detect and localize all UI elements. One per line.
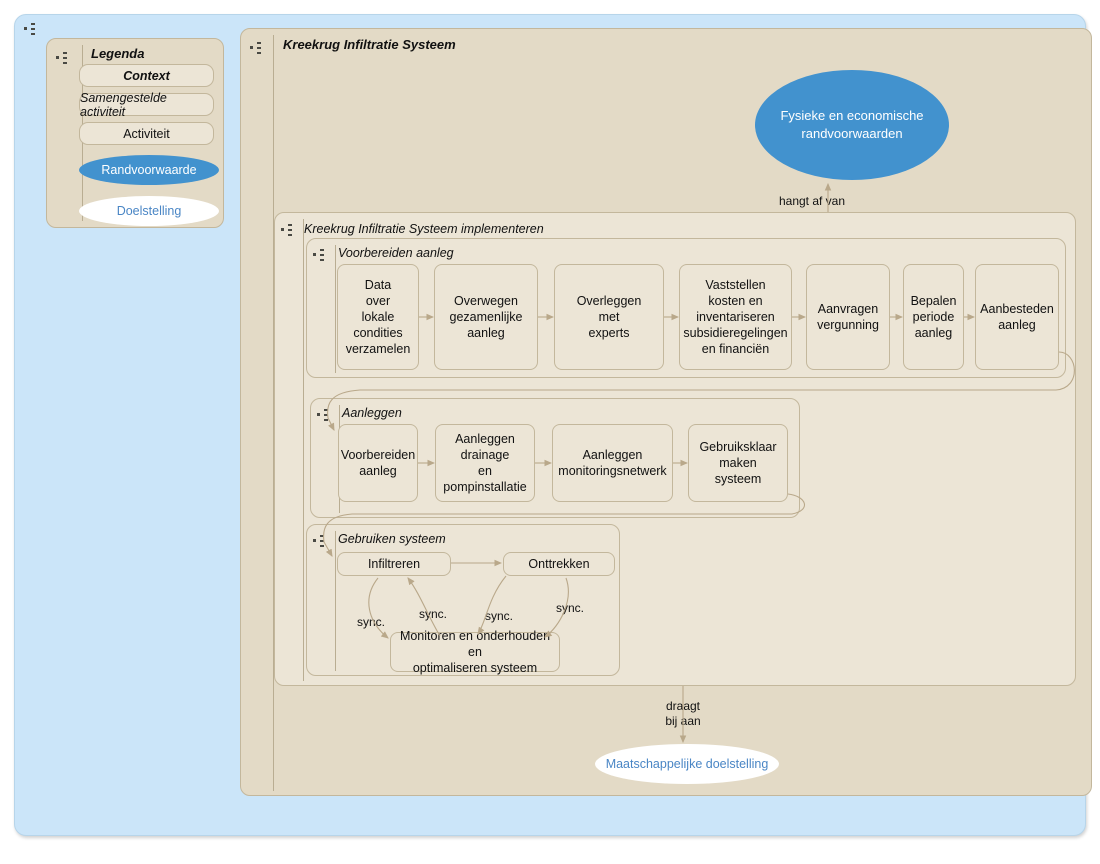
precondition-node: Fysieke en economische randvoorwaarden [755, 70, 949, 180]
activity-bepalen-periode-aanleg: Bepalen periode aanleg [903, 264, 964, 370]
precondition-label: Fysieke en economische randvoorwaarden [780, 108, 924, 141]
activity-label: Vaststellen kosten en inventariseren sub… [683, 278, 788, 356]
activity-voorbereiden-aanleg: Voorbereiden aanleg [338, 424, 418, 502]
activity-aanleggen-drainage-pompinstallatie: Aanleggen drainage en pompinstallatie [435, 424, 535, 502]
activity-label: Aanvragen vergunning [817, 302, 879, 332]
activity-aanbesteden-aanleg: Aanbesteden aanleg [975, 264, 1059, 370]
activity-aanvragen-vergunning: Aanvragen vergunning [806, 264, 890, 370]
activity-label: Onttrekken [528, 557, 590, 571]
group-marker-icon [313, 249, 331, 261]
sync-label-2: sync. [419, 607, 448, 621]
activity-label: Aanleggen monitoringsnetwerk [558, 448, 667, 478]
activity-label: Voorbereiden aanleg [340, 448, 416, 478]
activity-infiltreren: Infiltreren [337, 552, 451, 576]
group-marker-icon [281, 224, 299, 236]
legend-item-activity: Activiteit [79, 122, 214, 145]
group-title: Aanleggen [342, 406, 402, 420]
edge-label-draagt-bij-aan-line2: bij aan [665, 714, 701, 728]
activity-overleggen-met-experts: Overleggen met experts [554, 264, 664, 370]
edge-label-draagt-bij-aan-line1: draagt [665, 699, 701, 713]
group-marker-icon [317, 409, 335, 421]
legend-item-composite-activity: Samengestelde activiteit [79, 91, 214, 119]
sync-label-4: sync. [556, 601, 585, 615]
sync-label-3: sync. [485, 609, 514, 623]
activity-label: Infiltreren [367, 557, 421, 571]
context-divider [273, 35, 274, 791]
group-divider [335, 245, 336, 373]
activity-label: Aanbesteden aanleg [980, 302, 1054, 332]
composite-title: Kreekrug Infiltratie Systeem implementer… [304, 222, 544, 236]
activity-label: Overwegen gezamenlijke aanleg [449, 294, 523, 340]
group-divider [335, 531, 336, 671]
group-marker-icon [313, 535, 331, 547]
activity-label: Gebruiksklaar maken systeem [699, 440, 777, 486]
group-marker-icon [56, 52, 74, 64]
group-marker-icon [250, 42, 268, 54]
activity-label: Monitoren en onderhouden en optimalisere… [399, 629, 551, 675]
activity-label: Overleggen met experts [576, 294, 642, 340]
group-title: Gebruiken systeem [338, 532, 446, 546]
activity-data-over-lokale-condities-verzamelen: Data over lokale condities verzamelen [337, 264, 419, 370]
activity-label: Aanleggen drainage en pompinstallatie [443, 432, 527, 494]
context-title: Kreekrug Infiltratie Systeem [283, 37, 456, 52]
activity-label: Bepalen periode aanleg [910, 294, 957, 340]
activity-monitoren-onderhouden-optimaliseren: Monitoren en onderhouden en optimalisere… [390, 629, 560, 675]
activity-onttrekken: Onttrekken [503, 552, 615, 576]
legend-title: Legenda [91, 46, 145, 61]
activity-aanleggen-monitoringsnetwerk: Aanleggen monitoringsnetwerk [552, 424, 673, 502]
group-title: Voorbereiden aanleg [338, 246, 454, 260]
goal-node: Maatschappelijke doelstelling [595, 744, 779, 784]
legend-item-context: Context [79, 64, 214, 87]
composite-divider [303, 219, 304, 681]
goal-label: Maatschappelijke doelstelling [605, 757, 769, 771]
group-marker-icon [24, 23, 42, 35]
activity-overwegen-gezamenlijke-aanleg: Overwegen gezamenlijke aanleg [434, 264, 538, 370]
legend-item-precondition: Randvoorwaarde [79, 155, 219, 185]
activity-vaststellen-kosten-subsidieregelingen: Vaststellen kosten en inventariseren sub… [679, 264, 792, 370]
activity-gebruiksklaar-maken-systeem: Gebruiksklaar maken systeem [688, 424, 788, 502]
legend-item-goal: Doelstelling [79, 196, 219, 226]
edge-label-hangt-af-van: hangt af van [778, 194, 846, 208]
activity-label: Data over lokale condities verzamelen [345, 278, 411, 356]
sync-label-1: sync. [357, 615, 386, 629]
